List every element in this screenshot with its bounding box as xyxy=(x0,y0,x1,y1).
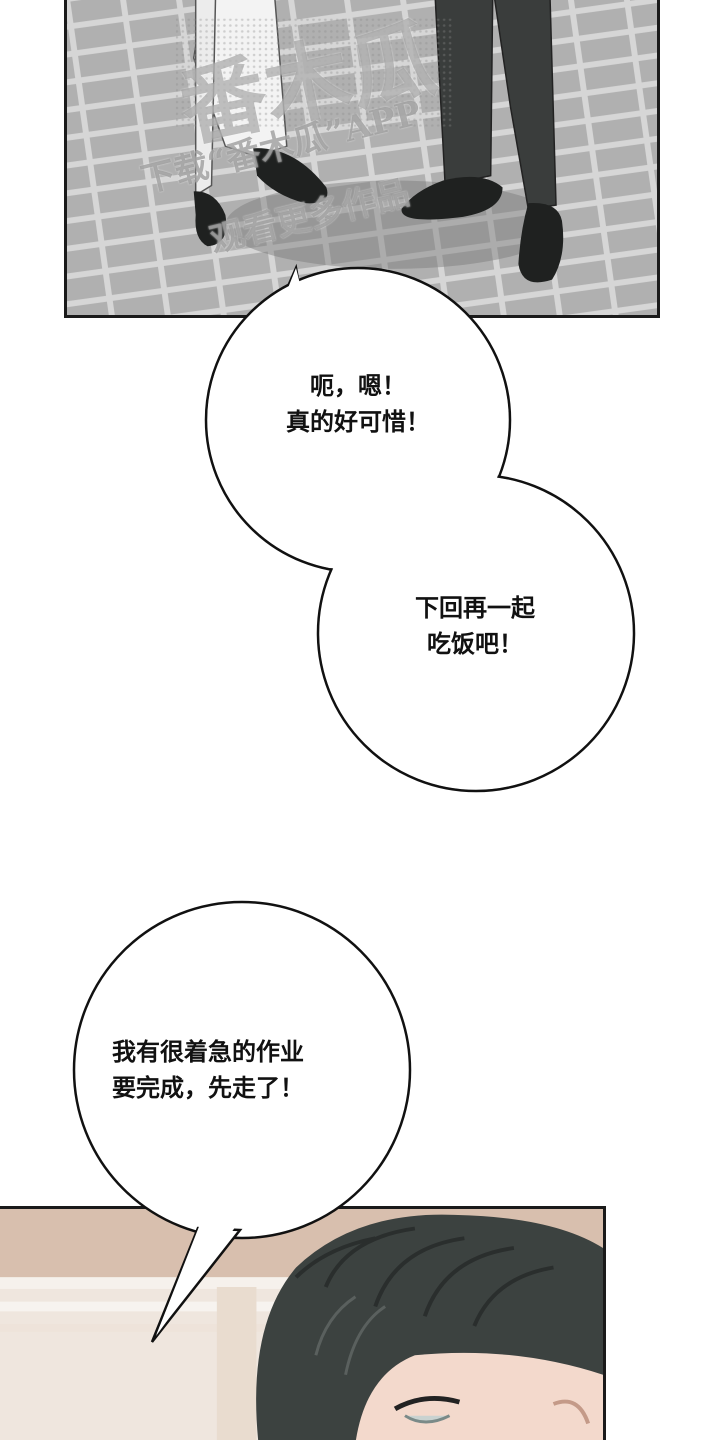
speech-bubble-3-shape xyxy=(72,900,412,1343)
bubble-2-line-2: 吃饭吧！ xyxy=(427,630,523,658)
bubble-3-line-2: 要完成，先走了！ xyxy=(112,1074,304,1102)
bubble-3-line-1: 我有很着急的作业 xyxy=(112,1038,304,1066)
feet-on-paved-ground-illustration xyxy=(67,0,657,315)
speech-bubble-1-text: 呃，嗯！ 真的好可惜！ xyxy=(258,368,458,440)
bubble-2-line-1: 下回再一起 xyxy=(415,594,535,622)
speech-bubble-2-text: 下回再一起 吃饭吧！ xyxy=(375,590,575,662)
dark-haired-boy-illustration xyxy=(0,1209,603,1440)
bubble-1-line-1: 呃，嗯！ xyxy=(310,372,406,400)
bubble-1-line-2: 真的好可惜！ xyxy=(286,408,430,436)
top-panel: 番木瓜 下载“番木瓜”APP 观看更多作品 xyxy=(64,0,660,318)
bottom-panel xyxy=(0,1206,606,1440)
speech-bubble-3-text: 我有很着急的作业 要完成，先走了！ xyxy=(112,1034,372,1106)
